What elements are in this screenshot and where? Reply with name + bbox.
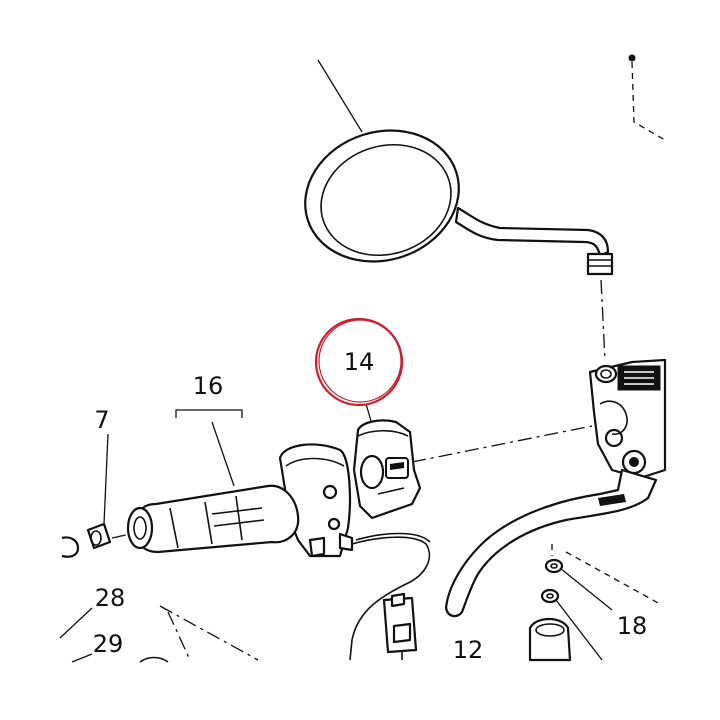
mounting-bolt-hole (594, 364, 618, 384)
lower-left-linkage (59, 605, 259, 663)
callout-16: 16 (193, 372, 224, 400)
handlebar-grip-16 (126, 409, 300, 554)
bar-end-plug-7 (61, 433, 131, 558)
callout-14: 14 (344, 348, 375, 376)
brake-lever (444, 468, 658, 618)
callout-28: 28 (95, 584, 126, 612)
mirror-stem (454, 206, 610, 258)
brake-master-cylinder (588, 358, 667, 480)
highlight-circle (314, 317, 404, 407)
cable-connector (382, 592, 418, 660)
callout-29: 29 (93, 630, 124, 658)
callout-7: 7 (94, 406, 109, 434)
mirror-thread (586, 252, 614, 276)
callout-18: 18 (617, 612, 648, 640)
frame-corner-top-right (628, 54, 666, 141)
washer-stack-18 (528, 544, 661, 662)
switch-housing-14 (352, 403, 422, 520)
handlebar-axis-line (411, 425, 593, 463)
mirror-assembly (304, 59, 614, 361)
callout-12: 12 (453, 636, 484, 664)
throttle-cable (349, 536, 431, 661)
